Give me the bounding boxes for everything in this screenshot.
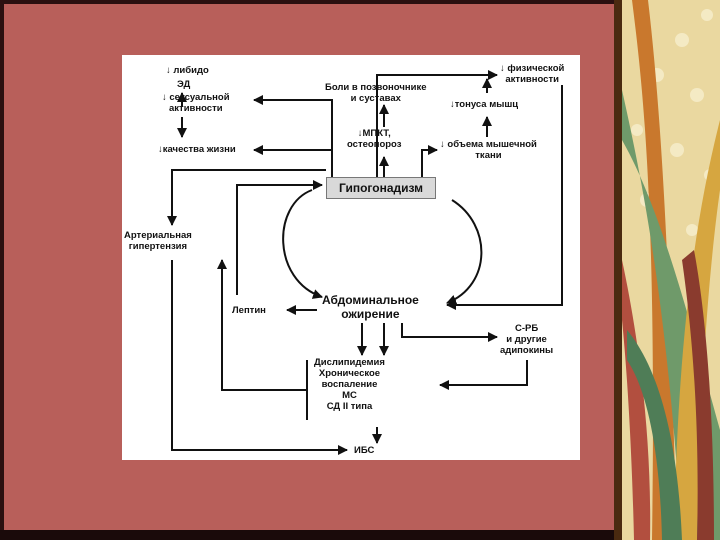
label-bmd: ↓МПКТ, остеопороз — [347, 128, 402, 150]
label-sexual-activity: ↓ сексуальной активности — [162, 92, 230, 114]
label-quality-of-life: ↓качества жизни — [158, 144, 236, 155]
slide-frame-top — [0, 0, 622, 4]
label-muscle-volume: ↓ объема мышечной ткани — [440, 139, 537, 161]
label-pain: Боли в позвоночнике и суставах — [325, 82, 427, 104]
label-abdominal-obesity: Абдоминальное ожирение — [322, 293, 419, 321]
label-libido: ↓ либидо — [166, 65, 209, 76]
slide-frame-left — [0, 0, 4, 540]
label-leptin: Лептин — [232, 305, 266, 316]
hypogonadism-box: Гипогонадизм — [326, 177, 436, 199]
label-ed: ЭД — [177, 79, 191, 90]
label-physical-activity: ↓ физической активности — [500, 63, 565, 85]
diagram-panel: ↓ либидо ЭД ↓ сексуальной активности ↓ка… — [122, 55, 580, 460]
diagram-arrows — [167, 70, 563, 455]
label-muscle-tone: ↓тонуса мышц — [450, 99, 519, 110]
label-hypogonadism: Гипогонадизм — [338, 181, 424, 195]
label-ihd: ИБС — [354, 445, 375, 456]
decorative-pattern-strip — [622, 0, 720, 540]
label-crp-adipokines: С-РБ и другие адипокины — [500, 323, 554, 356]
slide-frame-bottom — [0, 530, 622, 540]
decorative-ribbons-image — [622, 0, 720, 540]
label-comorbidities: Дислипидемия Хроническое воспаление МС С… — [314, 357, 385, 412]
decor-divider — [614, 0, 622, 540]
label-hypertension: Артериальная гипертензия — [124, 230, 192, 252]
